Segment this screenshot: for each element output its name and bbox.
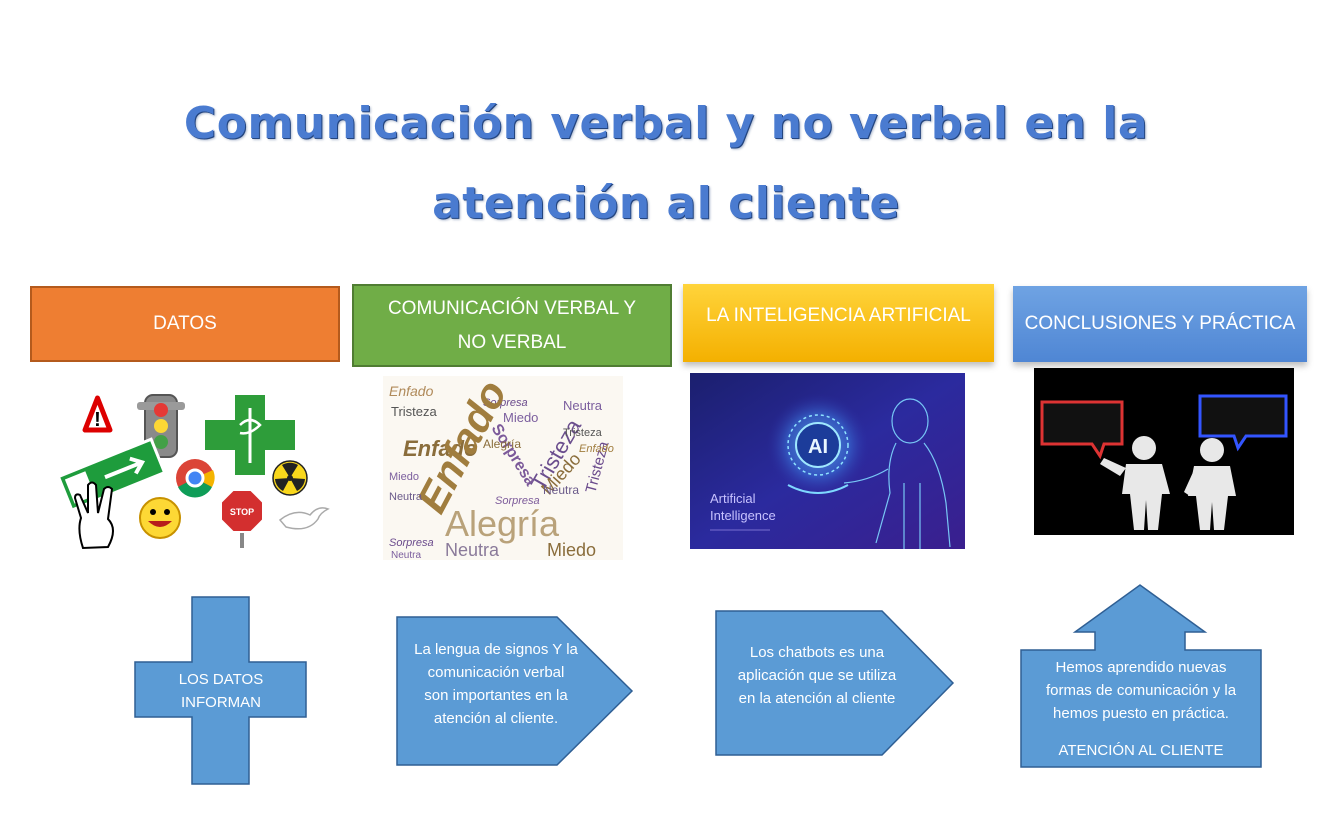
word-cloud-word: Sorpresa	[389, 537, 434, 549]
header-ia: LA INTELIGENCIA ARTIFICIAL	[683, 284, 994, 362]
comunicacion-line: atención al cliente.	[433, 710, 559, 727]
radiation-icon	[272, 460, 308, 496]
pharmacy-cross-icon	[205, 395, 295, 475]
conclusiones-box-text: Hemos aprendido nuevas formas de comunic…	[1022, 656, 1260, 725]
datos-box-text: LOS DATOS INFORMAN	[134, 668, 308, 714]
word-cloud-word: Miedo	[389, 471, 419, 483]
word-cloud-word: Sorpresa	[495, 495, 540, 507]
conclusiones-line: hemos puesto en práctica.	[1053, 705, 1229, 722]
word-cloud-word: Miedo	[547, 540, 596, 560]
smiley-icon	[139, 497, 181, 539]
conclusiones-footer: ATENCIÓN AL CLIENTE	[1058, 742, 1224, 759]
signs-collage-image: ! STOP	[56, 394, 330, 550]
comunicacion-line: son importantes en la	[424, 687, 568, 704]
speech-bubble-red-icon	[1040, 400, 1124, 460]
word-cloud-word: Tristeza	[391, 404, 438, 419]
ia-line: aplicación que se utiliza	[737, 667, 897, 684]
word-cloud-word: Alegría	[445, 503, 560, 544]
person-figure-icon	[1184, 438, 1236, 530]
chat-figures-image	[1034, 368, 1294, 535]
comunicacion-arrow-shape	[396, 616, 634, 766]
ai-image: AI Artificial Intelligence	[690, 373, 965, 549]
datos-line: LOS DATOS	[178, 671, 264, 688]
page-title-line-1: Comunicación verbal y no verbal en la	[183, 98, 1149, 149]
header-comunicacion-line-1: COMUNICACIÓN VERBAL Y	[387, 297, 637, 319]
ia-arrow-shape	[715, 610, 955, 756]
chrome-icon	[176, 459, 215, 498]
ia-box-text: Los chatbots es una aplicación que se ut…	[722, 641, 912, 710]
conclusiones-line: formas de comunicación y la	[1045, 682, 1237, 699]
svg-text:!: !	[94, 409, 101, 431]
exit-sign-icon	[56, 437, 167, 513]
header-comunicacion: COMUNICACIÓN VERBAL Y NO VERBAL	[352, 284, 672, 367]
ai-caption-line-1: Artificial	[710, 491, 756, 506]
header-conclusiones: CONCLUSIONES Y PRÁCTICA	[1013, 286, 1307, 362]
person-figure-icon	[1100, 436, 1170, 530]
word-cloud-word: Neutra	[543, 483, 579, 497]
word-cloud-word: Neutra	[563, 398, 603, 413]
word-cloud-word: Neutra	[389, 491, 423, 503]
word-cloud-word: Sorpresa	[483, 397, 528, 409]
speech-bubble-blue-icon	[1198, 394, 1288, 452]
word-cloud-word: Miedo	[503, 410, 538, 425]
ai-caption-line-2: Intelligence	[710, 508, 776, 523]
word-cloud-word: Tristeza	[563, 427, 603, 439]
header-conclusiones-label: CONCLUSIONES Y PRÁCTICA	[1024, 313, 1296, 334]
word-cloud-word: Enfado	[403, 436, 478, 461]
word-cloud-image: Enfado Tristeza Miedo Neutra Sorpresa En…	[383, 376, 623, 560]
header-comunicacion-label: COMUNICACIÓN VERBAL Y NO VERBAL	[388, 292, 636, 360]
conclusiones-up-arrow-shape	[1020, 584, 1262, 768]
svg-text:STOP: STOP	[230, 507, 254, 517]
word-cloud-word: Neutra	[445, 540, 500, 560]
ia-line: en la atención al cliente	[738, 690, 896, 707]
word-cloud-word: Enfado	[389, 383, 434, 399]
word-cloud-word: Neutra	[391, 550, 421, 560]
robot-figure-icon	[843, 398, 951, 549]
datos-line: INFORMAN	[181, 694, 261, 711]
dove-icon	[278, 507, 330, 530]
ai-badge: AI	[808, 436, 828, 458]
warning-icon: !	[82, 395, 113, 433]
word-cloud-word: Alegría	[483, 437, 521, 451]
header-datos: DATOS	[30, 286, 340, 362]
conclusiones-line: Hemos aprendido nuevas	[1055, 659, 1227, 676]
stop-sign-icon: STOP	[220, 489, 264, 548]
header-datos-label: DATOS	[153, 313, 217, 334]
comunicacion-line: La lengua de signos Y la	[414, 641, 578, 658]
page-title-line-2: atención al cliente	[432, 178, 900, 229]
header-comunicacion-line-2: NO VERBAL	[457, 331, 567, 353]
comunicacion-line: comunicación verbal	[427, 664, 565, 681]
hand-gesture-icon	[73, 481, 114, 550]
datos-plus-shape	[134, 596, 307, 785]
word-cloud-word: Enfado	[579, 443, 614, 455]
comunicacion-box-text: La lengua de signos Y la comunicación ve…	[404, 638, 588, 730]
header-ia-label: LA INTELIGENCIA ARTIFICIAL	[706, 305, 971, 326]
ia-line: Los chatbots es una	[749, 644, 885, 661]
